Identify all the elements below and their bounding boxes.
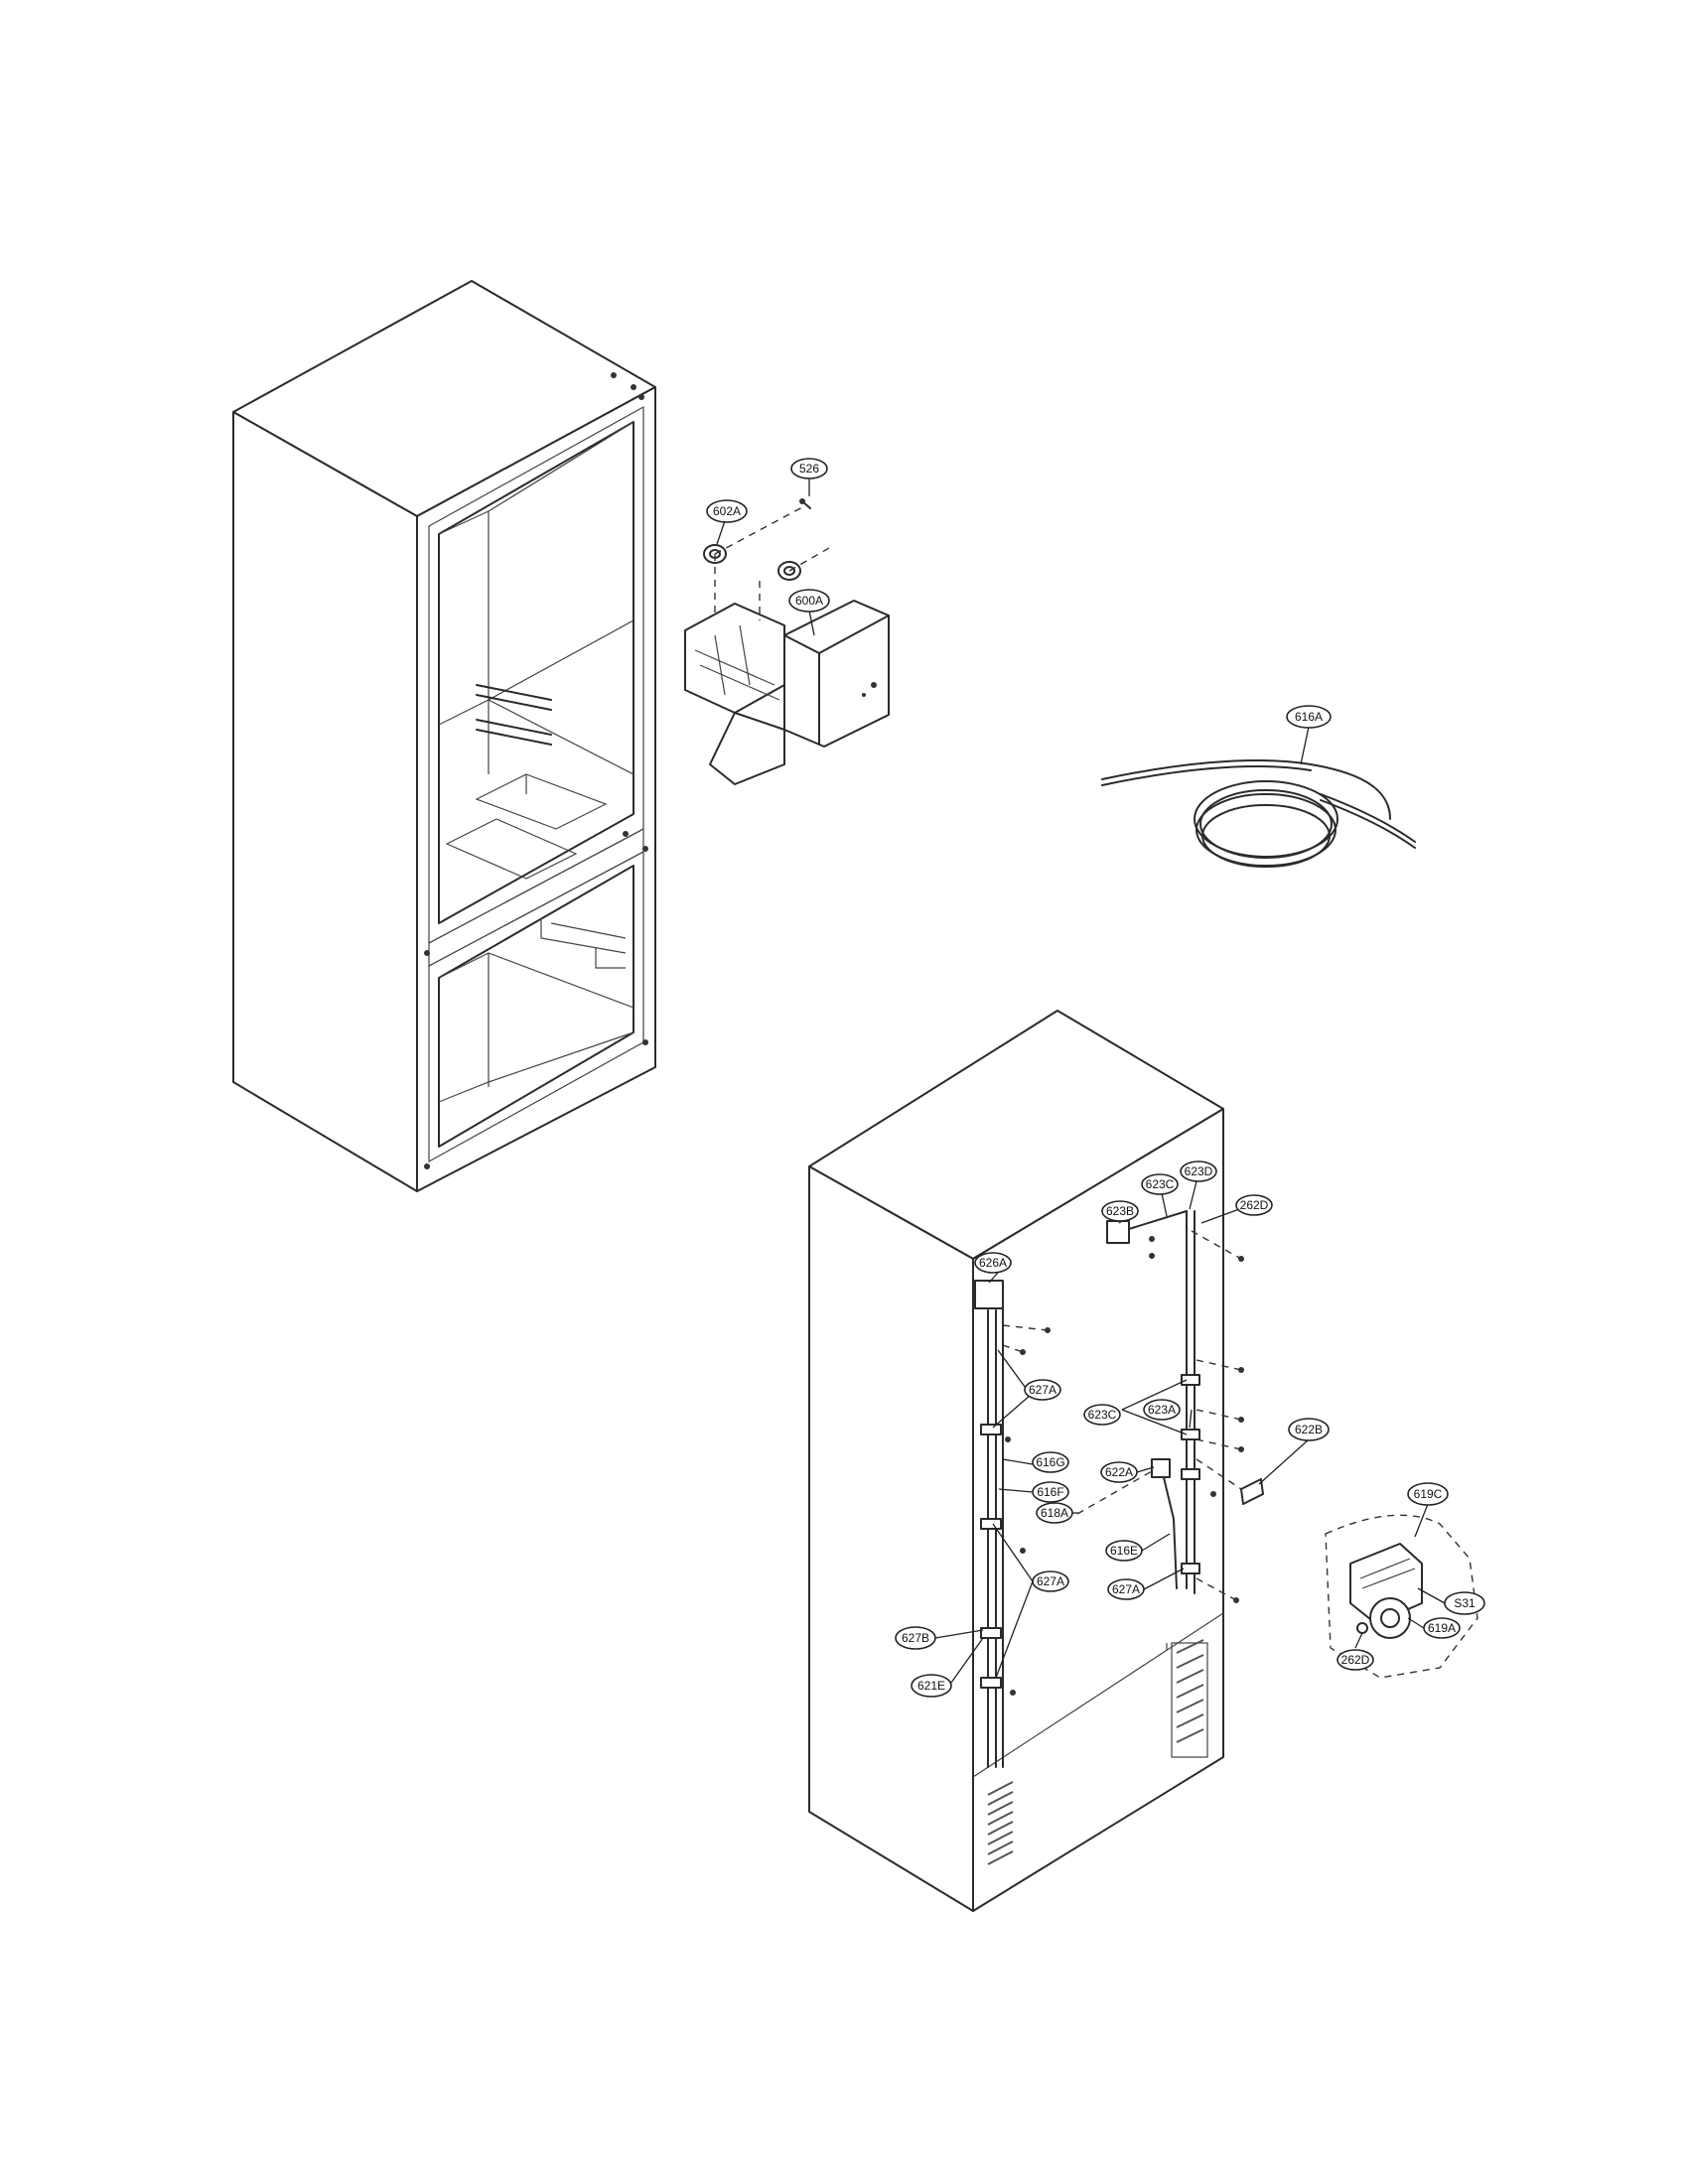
callout-label: S31 [1454,1596,1476,1610]
callout-623c-mid: 623C [1083,1404,1121,1426]
screw-icon [1010,1690,1016,1696]
callout-label: 616F [1037,1485,1063,1499]
vent-grille-icon [987,1781,1014,1865]
callout-label: 616G [1036,1455,1064,1469]
callout-label: 623A [1148,1403,1176,1417]
callout-label: 616A [1295,710,1323,724]
callout-622b: 622B [1288,1418,1330,1441]
screw-icon [1005,1436,1011,1442]
callout-600a: 600A [788,589,830,613]
callout-label: 262D [1240,1198,1269,1212]
callout-616e: 616E [1105,1540,1143,1562]
callout-623c-top: 623C [1141,1173,1179,1195]
screw-icon [799,498,811,509]
callout-627a-2: 627A [1107,1578,1145,1600]
callout-label: 616E [1110,1544,1138,1558]
callout-label: 627A [1029,1383,1056,1397]
callout-label: 627B [902,1631,929,1645]
callout-label: 627A [1037,1574,1064,1588]
callout-label: 621E [917,1679,945,1693]
leader-lines [716,478,1446,1684]
screw-icon [1020,1349,1026,1355]
callout-label: 619C [1414,1487,1443,1501]
callout-label: 623C [1088,1408,1117,1422]
callout-label: 623B [1106,1204,1134,1218]
callout-526: 526 [790,458,828,479]
callout-label: 526 [799,462,819,476]
screw-icon [1020,1548,1026,1554]
callout-label: 622A [1105,1465,1133,1479]
screw-icon [1238,1367,1244,1373]
callout-262d-bot: 262D [1336,1649,1374,1671]
callout-label: 623C [1146,1177,1175,1191]
screw-icon [1149,1236,1155,1242]
callout-619a: 619A [1423,1617,1461,1639]
callout-s31: S31 [1444,1591,1485,1615]
callout-label: 262D [1341,1653,1370,1667]
callout-627a-3: 627A [1032,1570,1069,1592]
callout-619c: 619C [1407,1482,1449,1506]
callout-623b-top: 623B [1101,1200,1139,1222]
screw-icon [1238,1446,1244,1452]
ice-maker-assembly [684,498,890,785]
callout-label: 618A [1041,1506,1068,1520]
callout-622a: 622A [1100,1461,1138,1483]
callout-618a: 618A [1036,1502,1073,1524]
callout-label: 622B [1295,1423,1323,1436]
refrigerator-cabinet-front [232,280,656,1192]
callout-627a-1: 627A [1024,1379,1061,1401]
callout-627b: 627B [895,1626,936,1650]
callout-616f: 616F [1032,1481,1069,1503]
refrigerator-cabinet-rear [808,1010,1264,1912]
callout-626a: 626A [974,1252,1012,1274]
callout-621e: 621E [911,1674,952,1698]
callout-label: 623D [1185,1164,1213,1178]
callout-label: 627A [1112,1582,1140,1596]
callout-616g: 616G [1032,1451,1069,1473]
callout-602a: 602A [706,499,748,523]
screw-icon [1238,1417,1244,1423]
callout-623a: 623A [1143,1399,1181,1421]
screw-icon [1210,1491,1216,1497]
callout-label: 600A [795,594,823,608]
callout-label: 602A [713,504,741,518]
water-tube-coil [1101,758,1416,868]
callout-616a: 616A [1286,705,1332,729]
callout-label: 619A [1428,1621,1456,1635]
callout-262d-top: 262D [1235,1194,1273,1216]
vent-grille-icon [1176,1639,1204,1743]
screw-icon [1149,1253,1155,1259]
callout-623d: 623D [1180,1160,1217,1182]
callout-label: 626A [979,1256,1007,1270]
